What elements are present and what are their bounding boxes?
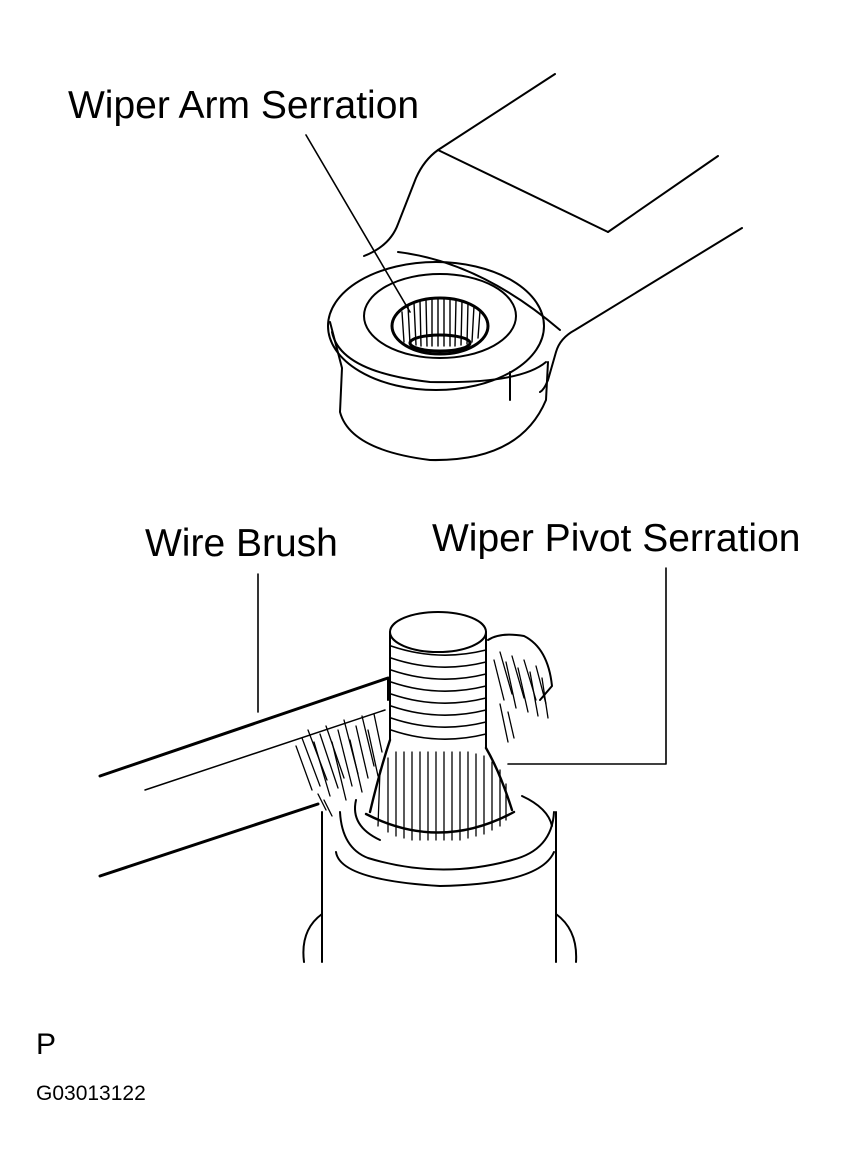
pivot-thread-lines — [390, 645, 487, 740]
wiper-arm — [327, 73, 743, 462]
leader-arm-serration — [305, 134, 411, 313]
arm-serration-teeth — [401, 298, 481, 347]
label-wire-brush: Wire Brush — [145, 522, 338, 565]
figure-code: G03013122 — [36, 1082, 146, 1105]
pivot-serration-teeth — [377, 751, 507, 841]
label-wiper-arm-serration: Wiper Arm Serration — [68, 84, 420, 127]
label-wiper-pivot-serration: Wiper Pivot Serration — [432, 517, 801, 560]
leader-pivot-serration — [507, 567, 667, 765]
brush-bristles-right — [493, 651, 549, 743]
wiper-pivot — [302, 611, 578, 963]
wire-brush — [98, 633, 553, 878]
brush-bristles-left — [295, 713, 383, 817]
view-letter: P — [36, 1028, 57, 1061]
